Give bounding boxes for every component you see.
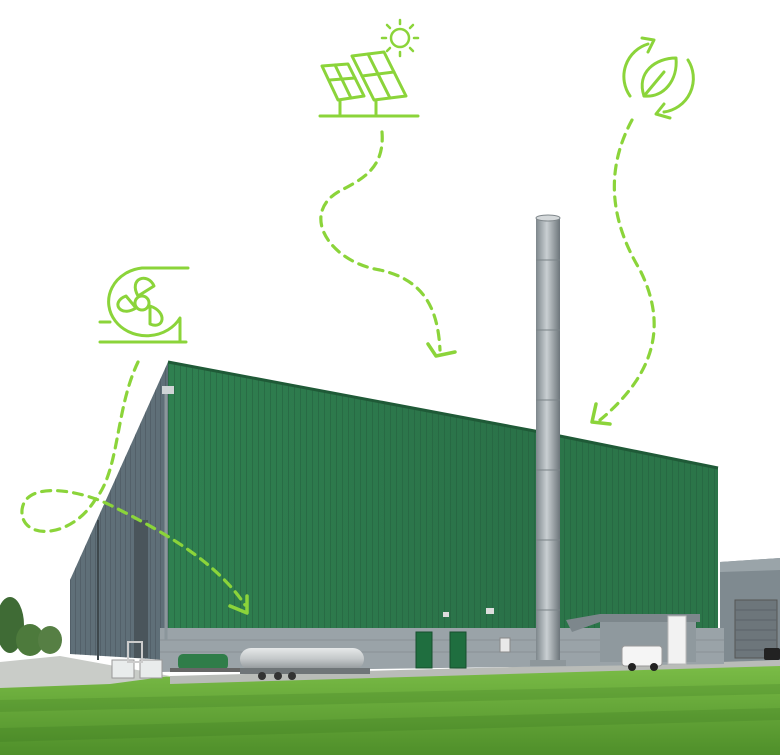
leaf-recycle-icon xyxy=(622,36,695,120)
solar-panel-icon xyxy=(318,50,420,118)
recycle-arrow xyxy=(598,118,656,422)
loading-canopy xyxy=(566,614,700,671)
background-trees xyxy=(0,597,62,656)
lawn-stripes xyxy=(0,684,780,742)
fan-arrow xyxy=(20,360,247,607)
energy-flow-arrows xyxy=(20,118,656,607)
driveway xyxy=(0,656,170,688)
secondary-building xyxy=(720,558,780,662)
lawn xyxy=(0,664,780,755)
fan-icon xyxy=(98,266,190,344)
pickup-truck xyxy=(621,645,663,667)
exhaust-stack xyxy=(530,214,566,666)
solar-arrow xyxy=(319,130,442,352)
main-building-front xyxy=(160,360,724,672)
sun-icon xyxy=(380,18,420,58)
door-right xyxy=(449,631,467,669)
ground-equipment xyxy=(111,641,370,680)
door-left xyxy=(415,631,433,669)
arrow-heads xyxy=(228,342,612,615)
